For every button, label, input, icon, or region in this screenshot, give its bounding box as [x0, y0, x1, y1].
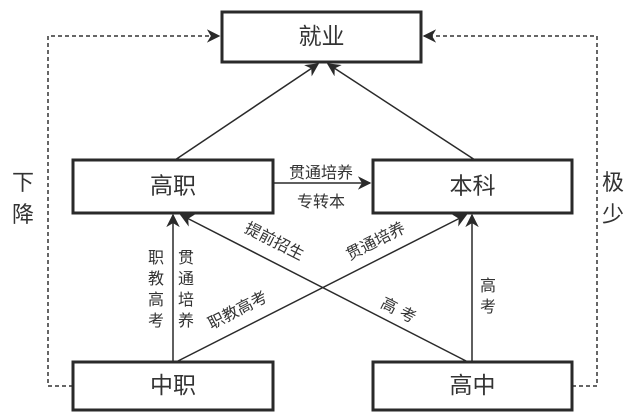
node-employment-label: 就业 [299, 24, 345, 50]
node-higher-vocational-label: 高职 [150, 174, 196, 200]
svg-text:高: 高 [148, 290, 164, 309]
label-vocational-exam-vertical: 职 教 高 考 [148, 248, 164, 330]
node-higher-vocational: 高职 [71, 158, 275, 215]
dashed-edge-secondary-vocational-to-employment [47, 29, 221, 387]
svg-text:贯: 贯 [178, 248, 194, 267]
svg-text:养: 养 [178, 311, 194, 330]
label-early-admission: 提前招生 [242, 218, 308, 264]
svg-text:下: 下 [12, 171, 34, 196]
label-gaokao-diagonal: 高 考 [378, 293, 420, 327]
svg-text:考: 考 [148, 311, 164, 330]
label-gaokao-vertical: 高 考 [480, 276, 496, 316]
node-undergraduate: 本科 [371, 158, 574, 215]
side-label-very-few: 极 少 [602, 171, 624, 228]
svg-text:教: 教 [148, 269, 164, 288]
svg-text:职: 职 [148, 248, 164, 267]
svg-text:少: 少 [602, 203, 624, 228]
node-secondary-vocational-label: 中职 [150, 373, 196, 399]
edge-undergraduate-to-employment [326, 63, 476, 161]
label-through-training-vertical: 贯 通 培 养 [178, 248, 194, 330]
svg-text:高: 高 [480, 276, 496, 295]
node-undergraduate-label: 本科 [450, 174, 496, 200]
node-secondary-vocational: 中职 [71, 360, 275, 412]
edge-secondary-vocational-to-undergraduate [175, 214, 468, 363]
svg-text:极: 极 [602, 171, 624, 196]
node-high-school: 高中 [371, 360, 574, 412]
dashed-edge-high-school-to-employment [422, 29, 598, 387]
label-through-training-diagonal: 贯通培养 [343, 218, 409, 264]
svg-text:培: 培 [178, 290, 194, 309]
label-college-to-undergrad: 专转本 [297, 192, 345, 211]
edge-higher-vocational-to-employment [174, 63, 320, 161]
svg-text:通: 通 [178, 269, 194, 288]
label-through-training-horizontal: 贯通培养 [289, 163, 353, 182]
node-high-school-label: 高中 [450, 373, 496, 399]
label-vocational-exam-diagonal: 职教高考 [205, 287, 271, 333]
edge-high-school-to-higher-vocational [179, 214, 469, 363]
svg-text:降: 降 [12, 203, 34, 228]
side-label-decline: 下 降 [12, 171, 34, 228]
svg-text:考: 考 [480, 297, 496, 316]
node-employment: 就业 [220, 10, 423, 64]
